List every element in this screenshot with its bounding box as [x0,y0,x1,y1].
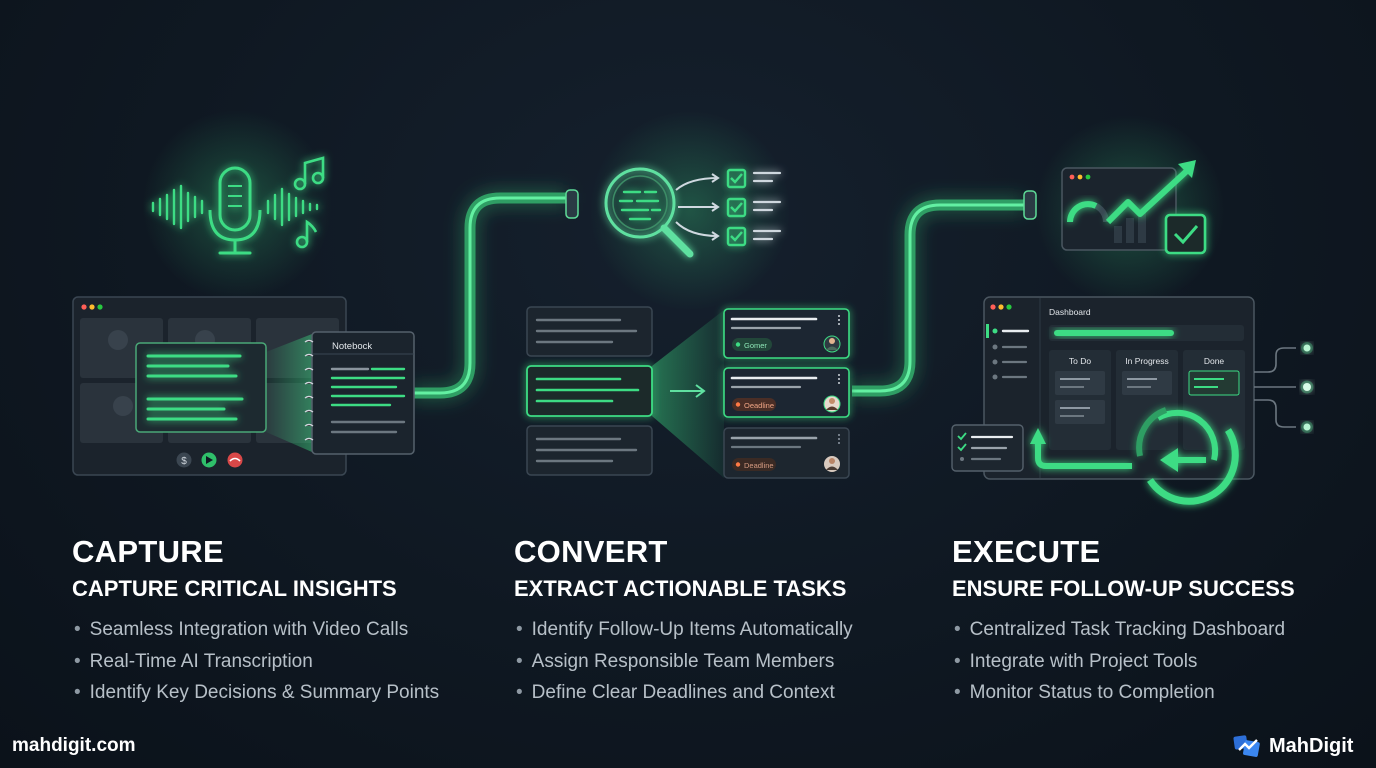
transcript-panel [135,334,312,452]
stage-convert-title: CONVERT [514,534,668,569]
music-note-icon [293,156,325,191]
bullet-item: Centralized Task Tracking Dashboard [952,614,1285,646]
call-control-label: $ [181,456,187,467]
notebook-panel: Notebock [304,331,415,455]
bullet-item: Seamless Integration with Video Calls [72,614,439,646]
bullet-item: Monitor Status to Completion [952,677,1285,709]
waveform-right [266,187,319,227]
integration-nodes [1254,342,1314,433]
column-in-progress: In Progress [1125,356,1168,366]
extraction-arrows [675,173,720,241]
microphone-icon [208,166,262,255]
stage-capture-bullets: Seamless Integration with Video Calls Re… [72,614,440,709]
source-card-1 [526,306,653,357]
mahdigit-logo-icon [1233,735,1260,757]
task-card-2: Oeadline [723,367,850,418]
checklist-icon [726,168,782,247]
trend-chart-icon [1061,160,1196,251]
column-done: Done [1204,356,1225,366]
stage-execute-subtitle: ENSURE FOLLOW-UP SUCCESS [952,576,1295,601]
task-card-3: Deadline [723,427,850,479]
connector-pipe-2 [852,190,1037,398]
site-url[interactable]: mahdigit.com [12,735,136,756]
brand-name: MahDigit [1269,734,1354,757]
task-card-1: Gomer [723,308,850,359]
dashboard-window: Dashboard To Do In Progress Done [983,296,1255,480]
dashboard-title: Dashboard [1049,307,1091,317]
bullet-item: Identify Key Decisions & Summary Points [72,677,440,709]
arrow-right-icon [670,384,706,398]
check-badge-icon [1164,213,1207,255]
task-tag-1: Gomer [744,341,767,350]
connector-pipe-1 [412,189,579,400]
source-card-3 [526,425,653,476]
magnifier-icon [604,167,694,258]
bullet-item: Real-Time AI Transcription [72,646,439,678]
music-note-icon-small [295,219,318,249]
stage-convert-bullets: Identify Follow-Up Items Automatically A… [514,614,853,709]
mini-checklist-card [951,424,1024,472]
bullet-item: Identify Follow-Up Items Automatically [514,614,853,646]
stage-convert-subtitle: EXTRACT ACTIONABLE TASKS [514,576,847,601]
stage-capture-subtitle: CAPTURE CRITICAL INSIGHTS [72,576,397,601]
waveform-left [151,184,204,230]
brand-logo[interactable]: MahDigit [1233,733,1353,759]
task-tag-3: Deadline [744,461,774,470]
notebook-title: Notebock [332,341,372,352]
task-tag-2: Oeadline [744,401,774,410]
bullet-item: Assign Responsible Team Members [514,646,853,678]
stage-execute-title: EXECUTE [952,534,1101,569]
stage-execute-bullets: Centralized Task Tracking Dashboard Inte… [952,614,1285,709]
source-card-2 [526,365,653,417]
refresh-cycle-icon [1030,407,1239,505]
call-controls: $ [176,452,243,468]
stage-capture-title: CAPTURE [72,534,224,569]
column-todo: To Do [1069,356,1091,366]
bullet-item: Integrate with Project Tools [952,646,1285,678]
bullet-item: Define Clear Deadlines and Context [514,677,853,709]
